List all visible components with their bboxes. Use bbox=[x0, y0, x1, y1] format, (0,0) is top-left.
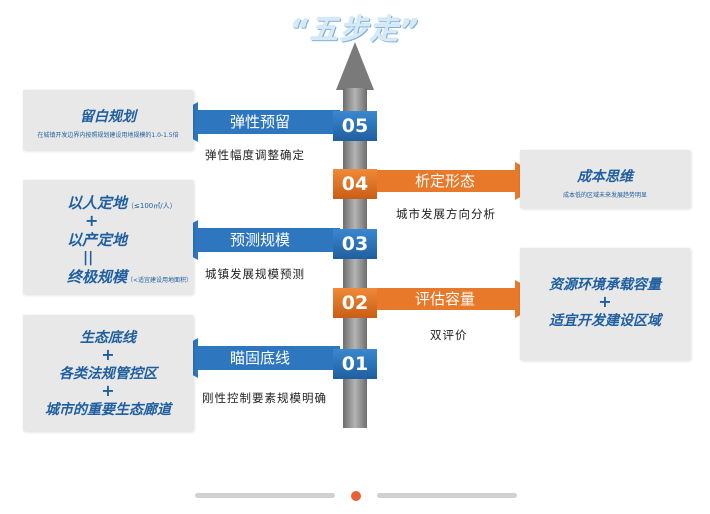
desc-01: 刚性控制要素规模明确 bbox=[202, 391, 327, 405]
scale-line3-note: （<适宜建设用地面积） bbox=[127, 277, 193, 284]
step-num-01: 01 bbox=[341, 353, 369, 375]
baseline-plus2: + bbox=[101, 381, 115, 400]
scale-line1: 以人定地 bbox=[67, 194, 128, 212]
arrow-step-05 bbox=[162, 102, 340, 142]
box-reserve-sub: 在城镇开发边界内按照规划建设用地规模的1.0-1.5倍 bbox=[37, 132, 179, 139]
box-scale: 以人定地（≤100㎡/人） + 以产定地 || 终极规模（<适宜建设用地面积） bbox=[23, 180, 193, 294]
arrow-label-05: 弹性预留 bbox=[229, 113, 290, 131]
arrow-step-02 bbox=[370, 280, 550, 318]
box-cost-sub: 成本低的区域未来发展趋势明显 bbox=[562, 192, 647, 199]
scale-line2: 以产定地 bbox=[67, 231, 128, 249]
arrow-label-02: 评估容量 bbox=[414, 290, 475, 308]
box-reserve: 留白规划 在城镇开发边界内按照规划建设用地规模的1.0-1.5倍 bbox=[23, 90, 193, 150]
desc-05: 弹性幅度调整确定 bbox=[205, 148, 305, 162]
scale-line1-note: （≤100㎡/人） bbox=[127, 202, 177, 210]
step-num-03: 03 bbox=[341, 233, 369, 255]
step-block-02 bbox=[333, 288, 377, 318]
arrow-step-04 bbox=[370, 162, 550, 200]
resource-line2: 适宜开发建设区域 bbox=[549, 313, 661, 329]
arrow-step-01 bbox=[162, 338, 340, 378]
box-reserve-title: 留白规划 bbox=[80, 109, 136, 125]
step-block-03 bbox=[333, 229, 377, 259]
arrow-label-03: 预测规模 bbox=[229, 231, 290, 249]
step-block-05 bbox=[333, 111, 377, 141]
slider-bar-left bbox=[195, 493, 335, 498]
diagram-title: “五步走” bbox=[289, 13, 421, 46]
box-cost-title: 成本思维 bbox=[577, 169, 633, 185]
step-num-04: 04 bbox=[341, 173, 369, 195]
desc-02: 双评价 bbox=[430, 328, 468, 342]
baseline-line1: 生态底线 bbox=[80, 330, 136, 346]
baseline-plus1: + bbox=[101, 345, 115, 364]
arrow-label-04: 析定形态 bbox=[414, 172, 475, 190]
arrow-step-03 bbox=[162, 220, 340, 260]
desc-04: 城市发展方向分析 bbox=[396, 207, 496, 221]
slider-bar-right bbox=[377, 493, 517, 498]
step-num-02: 02 bbox=[341, 292, 369, 314]
resource-plus: + bbox=[598, 292, 612, 311]
desc-03: 城镇发展规模预测 bbox=[205, 267, 305, 281]
step-block-04 bbox=[333, 169, 377, 199]
box-cost: 成本思维 成本低的区域未来发展趋势明显 bbox=[520, 150, 690, 208]
scale-equals: || bbox=[83, 250, 94, 266]
step-num-05: 05 bbox=[341, 115, 369, 137]
arrow-label-01: 瞄固底线 bbox=[229, 349, 290, 367]
baseline-line3: 城市的重要生态廊道 bbox=[45, 402, 171, 418]
box-baseline: 生态底线 + 各类法规管控区 + 城市的重要生态廊道 bbox=[23, 315, 193, 431]
slider-dot bbox=[351, 491, 361, 501]
box-resource: 资源环境承载容量 + 适宜开发建设区域 bbox=[520, 248, 690, 360]
resource-line1: 资源环境承载容量 bbox=[549, 277, 661, 293]
baseline-line2: 各类法规管控区 bbox=[59, 366, 157, 382]
step-block-01 bbox=[333, 349, 377, 379]
scale-line3: 终极规模 bbox=[67, 268, 128, 286]
scale-plus: + bbox=[85, 211, 99, 230]
arrow-head bbox=[336, 42, 374, 90]
